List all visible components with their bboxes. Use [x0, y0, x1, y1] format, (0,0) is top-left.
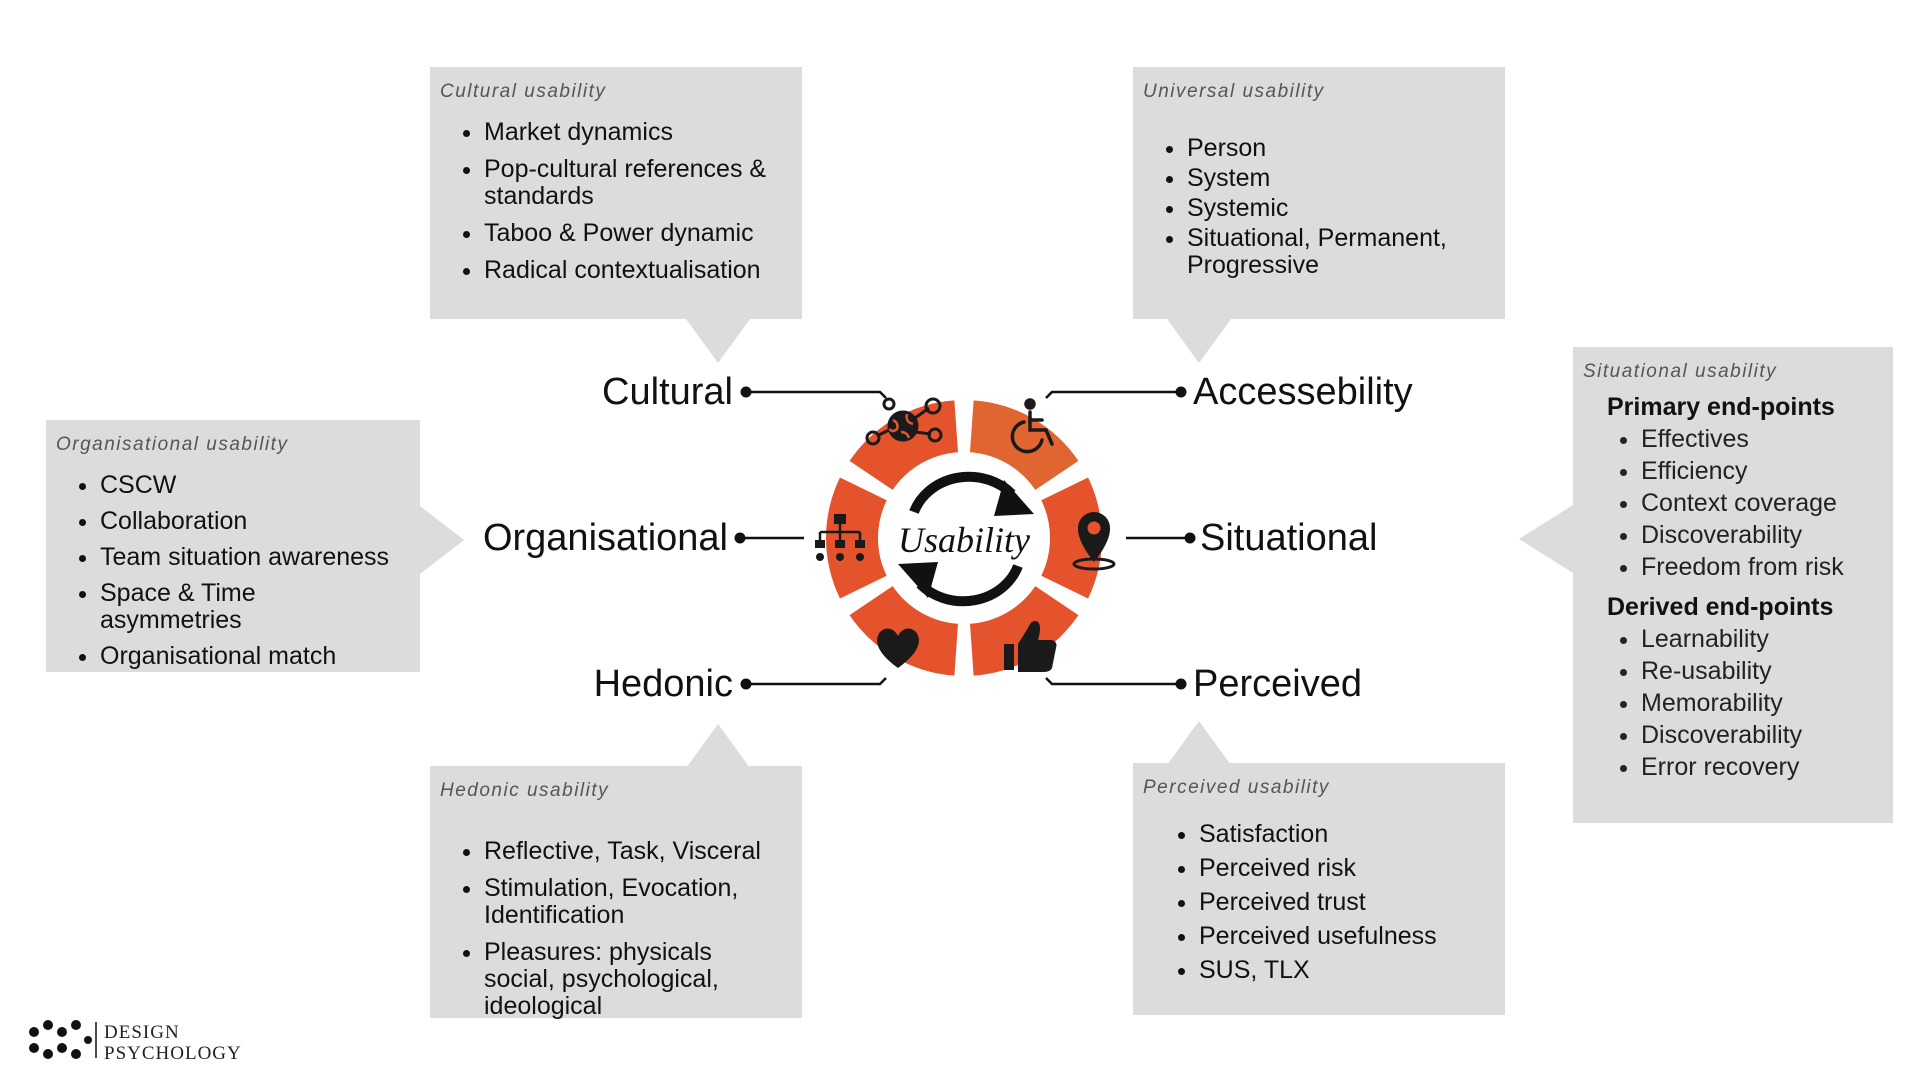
list-item: Perceived risk	[1199, 855, 1485, 882]
list-item: Person	[1187, 135, 1485, 162]
cultural-usability-box: Cultural usability Market dynamics Pop-c…	[430, 67, 802, 319]
primary-end-points-list: Effectives Efficiency Context coverage D…	[1583, 426, 1873, 581]
derived-end-points-list: Learnability Re-usability Memorability D…	[1583, 626, 1873, 781]
list-item: Efficiency	[1641, 458, 1873, 485]
list-item: Error recovery	[1641, 754, 1873, 781]
organisational-box-pointer	[420, 506, 464, 574]
list-item: Discoverability	[1641, 722, 1873, 749]
primary-end-points-title: Primary end-points	[1607, 393, 1835, 421]
list-item: Situational, Permanent, Progressive	[1187, 225, 1485, 279]
connector-accessibility	[1045, 390, 1181, 399]
connector-hedonic	[746, 677, 887, 686]
logo-line-1: DESIGN	[104, 1022, 180, 1043]
category-label-cultural: Cultural	[602, 371, 733, 413]
perceived-usability-box: Perceived usability Satisfaction Perceiv…	[1133, 763, 1505, 1015]
list-item: Space & Time asymmetries	[100, 580, 400, 634]
category-label-accessibility: Accessebility	[1193, 371, 1413, 413]
list-item: System	[1187, 165, 1485, 192]
location-pin-icon	[1072, 512, 1116, 571]
dot-situational	[1184, 532, 1196, 544]
category-label-perceived: Perceived	[1193, 663, 1362, 705]
hedonic-box-title: Hedonic usability	[440, 780, 610, 801]
center-usability-label: Usability	[898, 520, 1030, 560]
list-item: Freedom from risk	[1641, 554, 1873, 581]
list-item: Discoverability	[1641, 522, 1873, 549]
list-item: Effectives	[1641, 426, 1873, 453]
list-item: Perceived trust	[1199, 889, 1485, 916]
list-item: Collaboration	[100, 508, 400, 535]
hedonic-list: Reflective, Task, Visceral Stimulation, …	[440, 838, 782, 1020]
dot-organisational	[734, 532, 746, 544]
org-chart-icon	[815, 514, 865, 561]
list-item: Pleasures: physicals social, psychologic…	[484, 939, 782, 1020]
organisational-list: CSCW Collaboration Team situation awaren…	[56, 472, 400, 670]
list-item: CSCW	[100, 472, 400, 499]
segment-accessibility	[969, 400, 1079, 490]
refresh-cycle-icon	[898, 471, 1034, 607]
perceived-box-pointer	[1167, 721, 1231, 765]
segment-cultural	[849, 400, 959, 490]
perceived-box-title: Perceived usability	[1143, 777, 1330, 798]
design-psychology-logo-mark	[29, 1020, 97, 1059]
list-item: Radical contextualisation	[484, 257, 782, 284]
category-label-hedonic: Hedonic	[593, 663, 733, 705]
list-item: Re-usability	[1641, 658, 1873, 685]
design-psychology-logo-text: DESIGN PSYCHOLOGY	[104, 1022, 242, 1064]
segment-organisational	[826, 477, 887, 599]
universal-list: Person System Systemic Situational, Perm…	[1143, 135, 1485, 279]
cultural-box-title: Cultural usability	[440, 81, 607, 102]
logo-line-2: PSYCHOLOGY	[104, 1043, 242, 1064]
connector-dots	[734, 386, 1196, 690]
dot-cultural	[740, 386, 752, 398]
universal-usability-box: Universal usability Person System System…	[1133, 67, 1505, 319]
hedonic-usability-box: Hedonic usability Reflective, Task, Visc…	[430, 766, 802, 1020]
organisational-usability-box: Organisational usability CSCW Collaborat…	[46, 420, 420, 672]
list-item: Pop-cultural references & standards	[484, 156, 782, 210]
list-item: Team situation awareness	[100, 544, 400, 571]
globe-network-icon	[865, 397, 943, 446]
list-item: Context coverage	[1641, 490, 1873, 517]
cultural-list: Market dynamics Pop-cultural references …	[440, 119, 782, 284]
wheelchair-icon	[1010, 398, 1054, 454]
dot-perceived	[1175, 678, 1187, 690]
connector-perceived	[1045, 677, 1181, 686]
perceived-list: Satisfaction Perceived risk Perceived tr…	[1143, 821, 1485, 984]
situational-usability-box: Situational usability Primary end-points…	[1573, 347, 1893, 823]
list-item: Systemic	[1187, 195, 1485, 222]
dot-hedonic	[740, 678, 752, 690]
cultural-box-pointer	[686, 319, 750, 363]
list-item: Taboo & Power dynamic	[484, 220, 782, 247]
hedonic-box-pointer	[686, 724, 750, 768]
list-item: Satisfaction	[1199, 821, 1485, 848]
list-item: Stimulation, Evocation, Identification	[484, 875, 782, 929]
organisational-box-title: Organisational usability	[56, 434, 289, 455]
connector-lines	[740, 390, 1190, 686]
universal-box-title: Universal usability	[1143, 81, 1325, 102]
list-item: Memorability	[1641, 690, 1873, 717]
list-item: Market dynamics	[484, 119, 782, 146]
situational-box-title: Situational usability	[1583, 361, 1778, 382]
universal-box-pointer	[1167, 319, 1231, 363]
dot-accessibility	[1175, 386, 1187, 398]
list-item: SUS, TLX	[1199, 957, 1485, 984]
situational-box-pointer	[1519, 505, 1573, 573]
segment-perceived	[969, 586, 1079, 676]
list-item: Reflective, Task, Visceral	[484, 838, 782, 865]
list-item: Learnability	[1641, 626, 1873, 653]
derived-end-points-title: Derived end-points	[1607, 593, 1834, 621]
category-label-situational: Situational	[1200, 517, 1378, 559]
list-item: Organisational match	[100, 643, 400, 670]
list-item: Perceived usefulness	[1199, 923, 1485, 950]
heart-icon	[877, 628, 919, 668]
thumbs-up-icon	[1004, 620, 1057, 672]
connector-cultural	[746, 390, 887, 399]
category-label-organisational: Organisational	[482, 517, 728, 559]
